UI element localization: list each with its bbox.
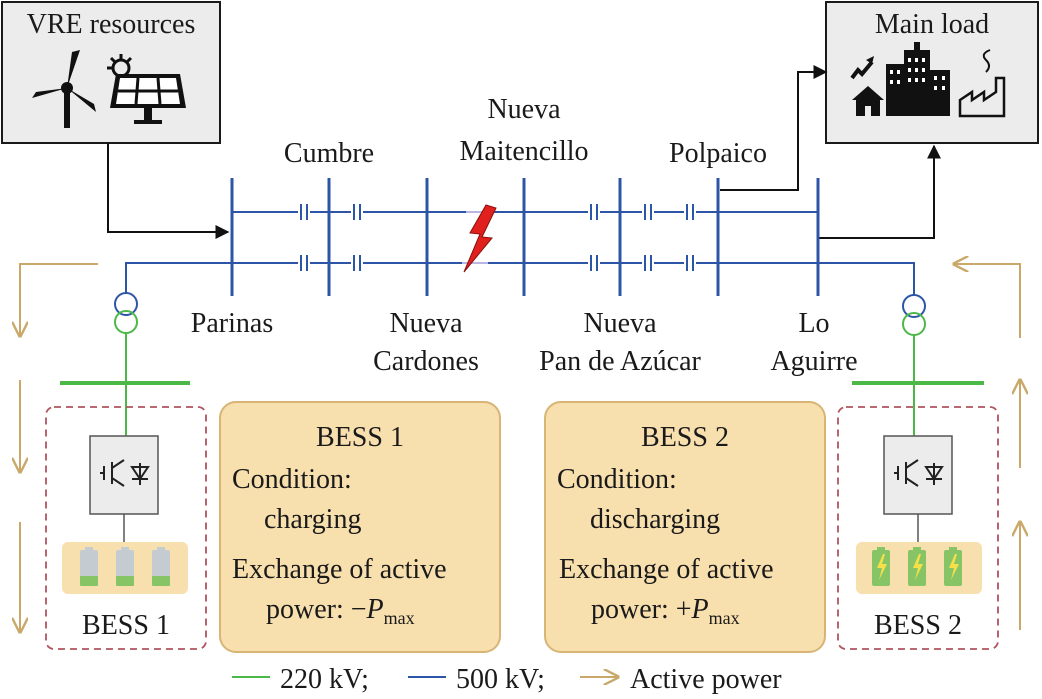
bess1-condition-value: charging [264, 504, 361, 535]
bess1-condition-label: Condition: [232, 464, 352, 495]
bess1-exchange-line1: Exchange of active [232, 554, 447, 585]
series-capacitors [298, 204, 696, 271]
legend-500kv-label: 500 kV; [456, 664, 545, 695]
transformer-bess1 [114, 292, 138, 334]
active-power-arrows [20, 264, 1020, 632]
label-maitencillo: Maitencillo [459, 136, 588, 167]
bess1-unit: BESS 1 [45, 406, 207, 650]
legend: 220 kV; 500 kV; Active power [232, 664, 782, 695]
label-nueva-cardones-1: Nueva [389, 308, 463, 339]
bess1-card: BESS 1 Condition: charging Exchange of a… [219, 401, 501, 653]
label-lo-aguirre-1: Lo [798, 308, 829, 339]
polpaico-to-load-arrow [720, 65, 828, 191]
bess1-unit-label: BESS 1 [82, 610, 170, 641]
loaguirre-to-load-arrow [818, 144, 941, 239]
vre-resources-box: VRE resources [1, 1, 221, 144]
bess2-unit: BESS 2 [837, 406, 999, 650]
label-pan-de-azucar-2: Pan de Azúcar [539, 346, 701, 377]
bess2-condition-value: discharging [590, 504, 720, 535]
inverter-icon [883, 435, 953, 515]
main-load-box: Main load [825, 1, 1039, 144]
bess2-unit-label: BESS 2 [874, 610, 962, 641]
transmission-lines-500kv [125, 211, 915, 296]
battery-charged-icon [872, 547, 962, 586]
lightning-fault-icon [463, 204, 497, 273]
battery-empty-icon [80, 547, 170, 586]
label-pan-de-azucar-1: Nueva [583, 308, 657, 339]
legend-active-power-label: Active power [630, 664, 782, 695]
buildings-icon [886, 42, 950, 116]
ev-charger-icon [850, 56, 874, 80]
bess2-card: BESS 2 Condition: discharging Exchange o… [544, 401, 826, 653]
vre-to-parinas-arrow [107, 143, 230, 239]
label-nueva-top: Nueva [487, 94, 561, 125]
label-cumbre: Cumbre [284, 138, 374, 169]
lines-220kv [60, 333, 984, 436]
buses [230, 178, 820, 296]
bess2-exchange-line1: Exchange of active [559, 554, 774, 585]
inverter-icon [89, 435, 159, 515]
bess2-condition-label: Condition: [557, 464, 677, 495]
label-parinas: Parinas [191, 308, 273, 339]
label-lo-aguirre-2: Aguirre [770, 346, 857, 377]
label-nueva-cardones-2: Cardones [373, 346, 479, 377]
wind-turbine-icon [32, 50, 96, 128]
vre-title: VRE resources [27, 9, 196, 40]
solar-panel-icon [107, 54, 186, 124]
bess2-exchange-line2: power: +Pmax [591, 594, 740, 628]
bess1-exchange-line2: power: −Pmax [266, 594, 415, 628]
house-icon [852, 86, 884, 116]
main-load-title: Main load [875, 9, 989, 40]
transformer-bess2 [902, 294, 926, 336]
factory-icon [958, 49, 1006, 118]
bess1-card-title: BESS 1 [316, 422, 404, 453]
label-polpaico: Polpaico [669, 138, 767, 169]
bess2-card-title: BESS 2 [641, 422, 729, 453]
legend-220kv-label: 220 kV; [280, 664, 369, 695]
